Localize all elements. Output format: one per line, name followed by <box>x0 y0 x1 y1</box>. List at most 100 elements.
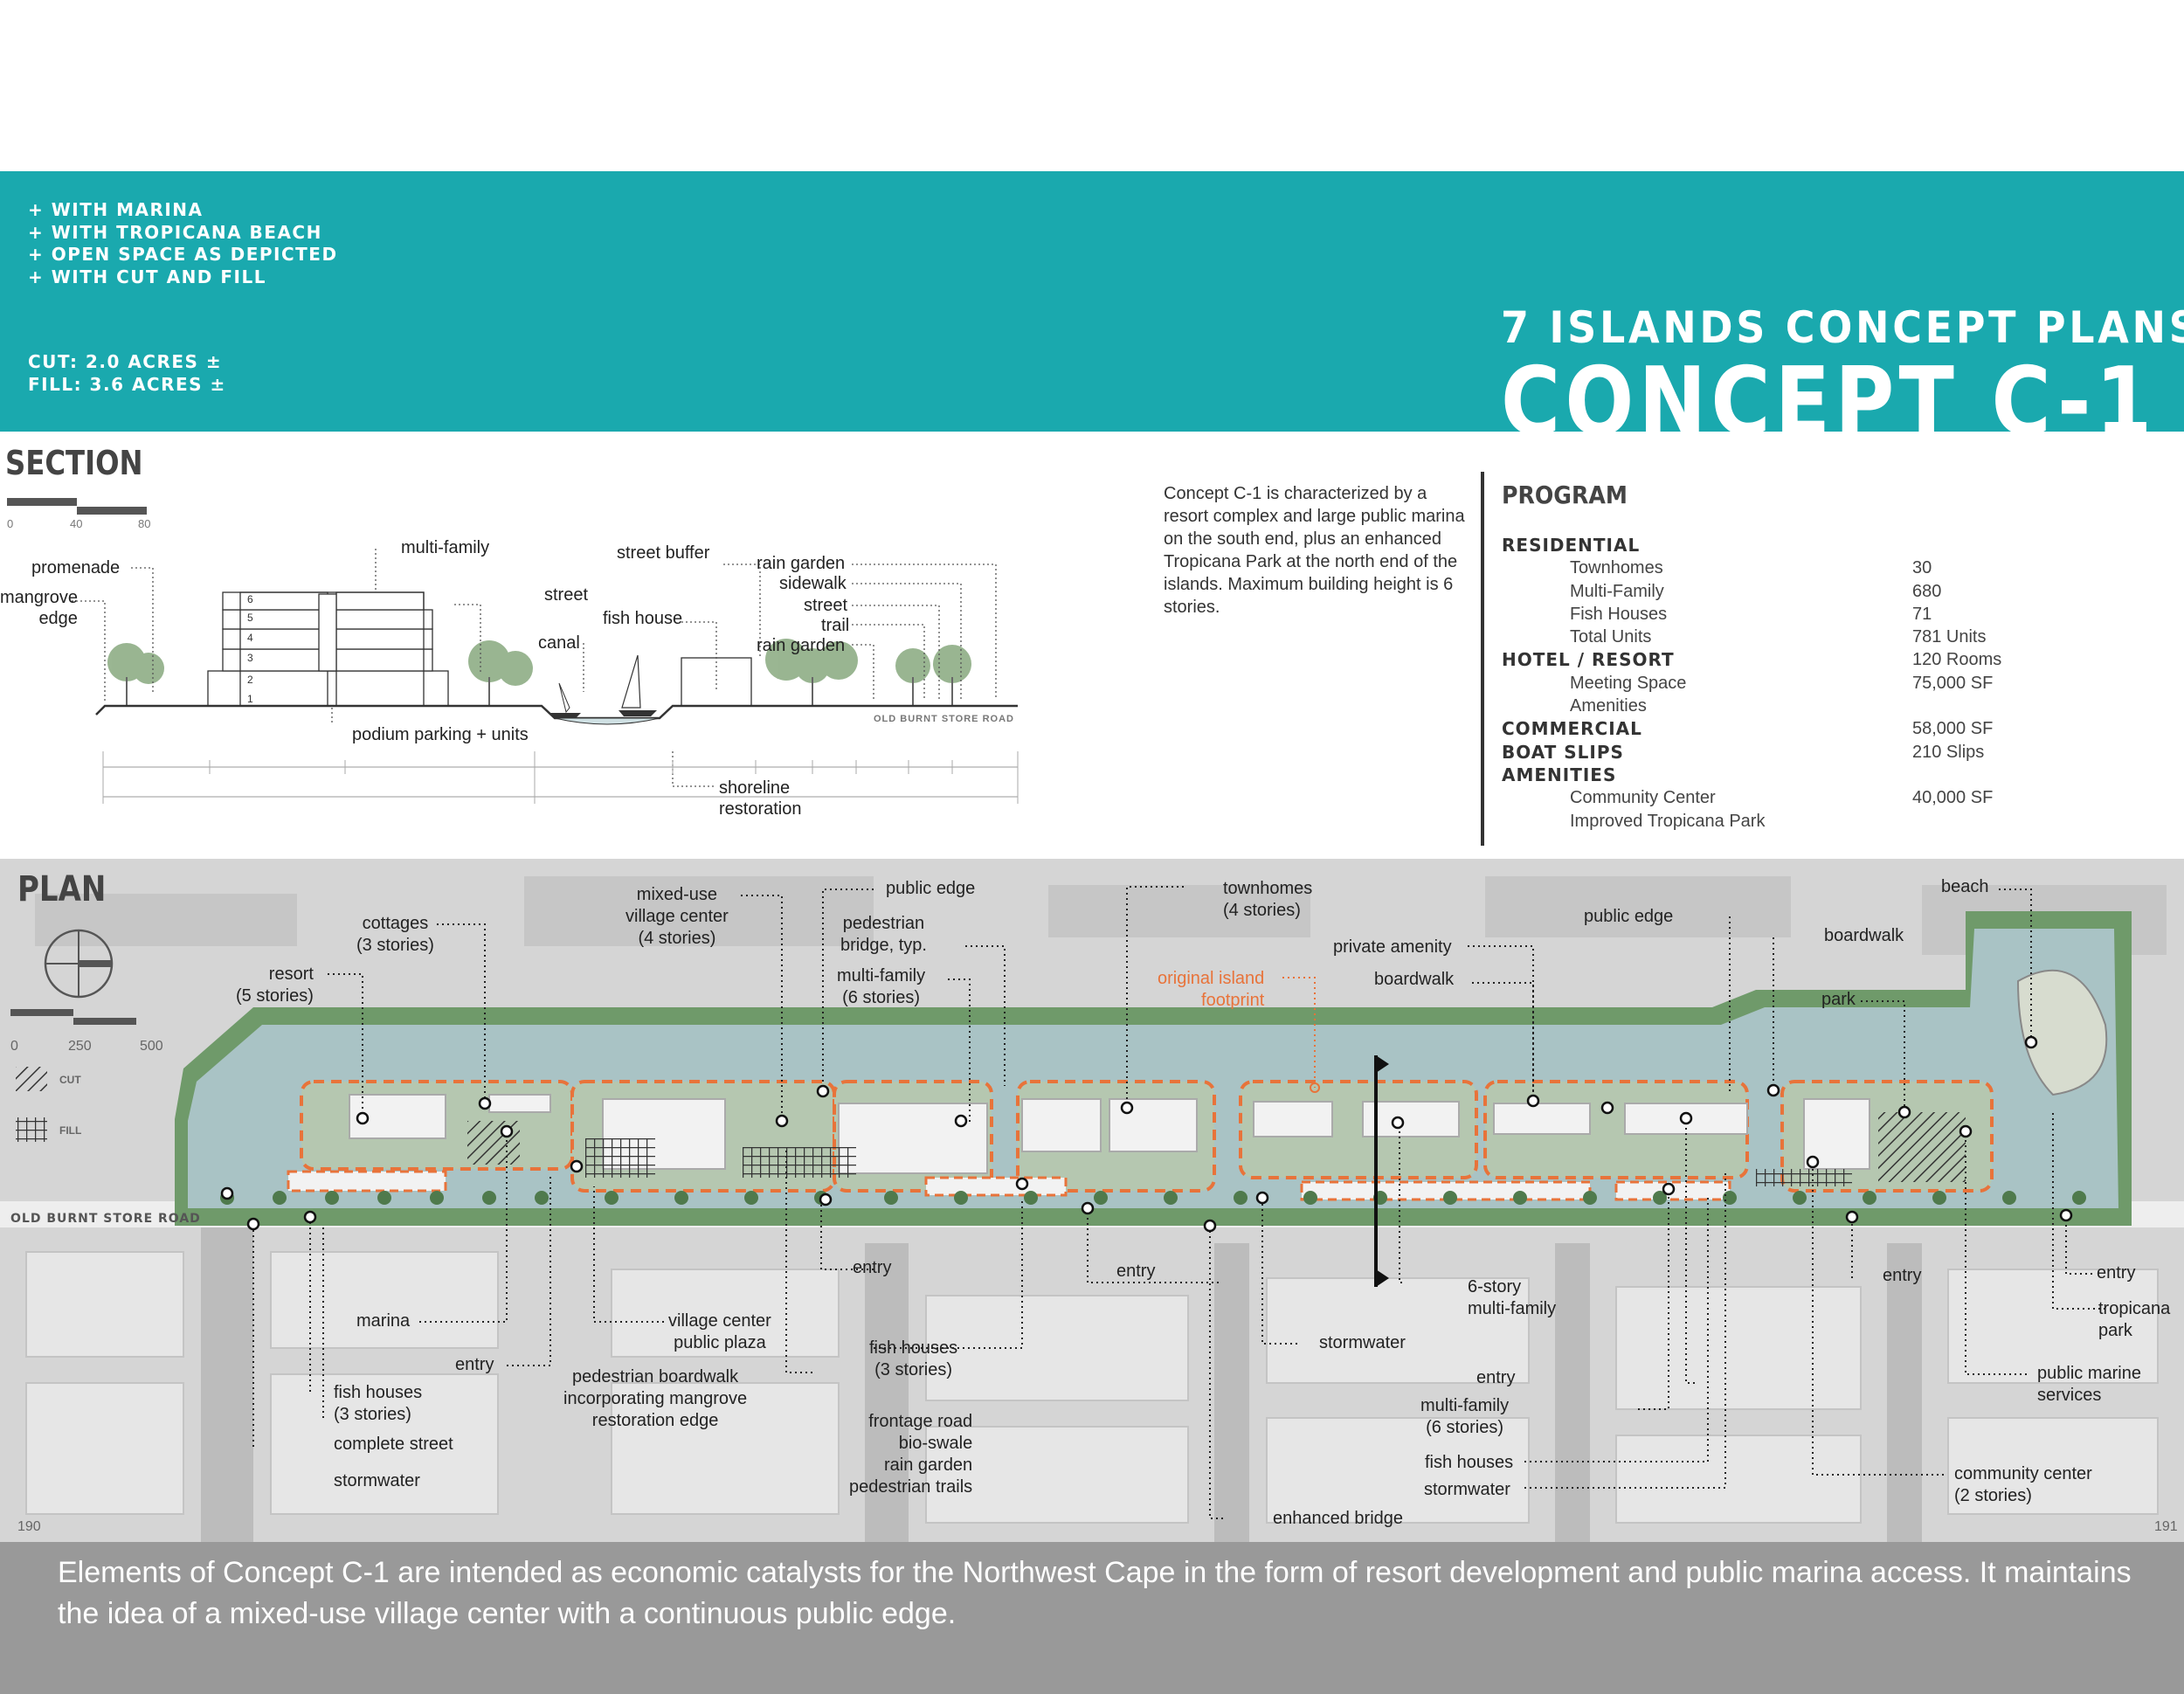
plan-scale-tick: 500 <box>140 1039 163 1054</box>
floor-number: 3 <box>247 652 253 664</box>
site-plan: PLAN 0 250 500 CUT FILL OLD BURNT STORE … <box>0 859 2184 1542</box>
footer-caption-band: Elements of Concept C-1 are intended as … <box>0 1542 2184 1694</box>
section-heading: SECTION <box>5 444 143 482</box>
program-row: Improved Tropicana Park <box>1570 811 1766 831</box>
label-public-edge: public edge <box>886 879 976 898</box>
program-row: Amenities <box>1570 696 1647 716</box>
footer-caption: Elements of Concept C-1 are intended as … <box>58 1556 2132 1630</box>
label-mixed-use-village-center: mixed-use village center (4 stories) <box>625 885 729 948</box>
label-fish-houses: fish houses (3 stories) <box>869 1338 958 1379</box>
scale-tick: 80 <box>138 517 151 530</box>
feature-item: + WITH TROPICANA BEACH <box>28 221 322 243</box>
label-rain-garden: rain garden <box>757 636 846 655</box>
label-sidewalk: sidewalk <box>779 574 847 593</box>
feature-item: + OPEN SPACE AS DEPICTED <box>28 244 338 265</box>
label-podium-parking: podium parking + units <box>352 725 529 744</box>
cut-acres: CUT: 2.0 ACRES ± <box>28 351 223 372</box>
label-frontage-road: frontage road bio-swale rain garden pede… <box>849 1412 973 1497</box>
plan-road-label: OLD BURNT STORE ROAD <box>10 1212 201 1226</box>
label-multi-family: multi-family (6 stories) <box>837 966 926 1007</box>
label-street: street <box>544 585 589 605</box>
label-trail: trail <box>821 616 850 635</box>
label-rain-garden: rain garden <box>757 554 846 573</box>
program-row: AMENITIES <box>1502 764 1617 785</box>
label-entry: entry <box>1883 1266 1922 1285</box>
label-village-center-public-plaza: village center public plaza <box>668 1311 771 1352</box>
label-promenade: promenade <box>31 558 121 577</box>
label-shoreline-restoration: shoreline restoration <box>719 778 802 819</box>
legend-fill: FILL <box>59 1124 82 1137</box>
label-pedestrian-bridge: pedestrian bridge, typ. <box>840 914 927 955</box>
label-entry: entry <box>1476 1368 1516 1387</box>
label-public-edge: public edge <box>1584 907 1674 926</box>
label-fish-houses: fish houses (3 stories) <box>334 1383 423 1424</box>
site-plan-drawing <box>0 859 2184 1542</box>
floor-number: 2 <box>247 674 253 686</box>
label-mangrove-edge: mangrove edge <box>0 588 78 628</box>
label-private-amenity: private amenity <box>1333 937 1452 957</box>
floor-number: 6 <box>247 593 253 605</box>
label-fish-house: fish house <box>603 609 683 628</box>
plan-scale-tick: 250 <box>68 1039 92 1054</box>
label-pedestrian-boardwalk: pedestrian boardwalk incorporating mangr… <box>563 1367 748 1430</box>
label-enhanced-bridge: enhanced bridge <box>1273 1509 1404 1528</box>
label-entry: entry <box>2097 1263 2136 1283</box>
floor-number: 5 <box>247 612 253 624</box>
label-boardwalk: boardwalk <box>1374 970 1455 989</box>
program-row: RESIDENTIAL <box>1502 535 1641 556</box>
section-road-label: OLD BURNT STORE ROAD <box>874 714 1014 724</box>
program-divider <box>1481 472 1484 846</box>
label-complete-street: complete street <box>334 1435 453 1454</box>
label-entry: entry <box>853 1258 892 1277</box>
concept-description: Concept C-1 is characterized by a resort… <box>1164 484 1465 617</box>
label-original-island-footprint: original island footprint <box>1158 969 1265 1010</box>
page-number-right: 191 <box>2154 1519 2178 1534</box>
legend-cut: CUT <box>59 1074 81 1086</box>
section-drawing: 6 5 4 3 2 1 OLD BURNT STORE ROAD <box>72 549 1019 804</box>
label-public-marine-services: public marine services <box>2037 1364 2141 1405</box>
label-street-buffer: street buffer <box>617 543 710 563</box>
series-title: 7 ISLANDS CONCEPT PLANS <box>1501 302 2184 353</box>
label-boardwalk: boardwalk <box>1824 926 1904 945</box>
scale-tick: 0 <box>7 517 14 530</box>
label-cottages: cottages (3 stories) <box>356 914 434 955</box>
program-title: PROGRAM <box>1502 481 1628 509</box>
label-canal: canal <box>538 633 580 653</box>
label-community-center: community center (2 stories) <box>1954 1464 2092 1505</box>
label-townhomes: townhomes (4 stories) <box>1223 879 1313 920</box>
label-beach: beach <box>1941 877 1989 896</box>
label-fish-houses: fish houses <box>1425 1453 1514 1472</box>
label-multi-family: multi-family (6 stories) <box>1420 1396 1510 1437</box>
fill-acres: FILL: 3.6 ACRES ± <box>28 374 226 395</box>
header-band: + WITH MARINA + WITH TROPICANA BEACH + O… <box>0 171 2184 432</box>
floor-number: 1 <box>247 693 253 705</box>
concept-title: CONCEPT C-1 <box>1501 348 2157 432</box>
label-marina: marina <box>356 1311 411 1331</box>
scale-tick: 40 <box>70 517 83 530</box>
label-park: park <box>1821 990 1856 1009</box>
page-number-left: 190 <box>17 1519 41 1534</box>
concept-features: + WITH MARINA + WITH TROPICANA BEACH + O… <box>28 199 338 288</box>
feature-item: + WITH CUT AND FILL <box>28 266 266 287</box>
cut-fill-summary: CUT: 2.0 ACRES ± FILL: 3.6 ACRES ± <box>28 350 226 396</box>
label-entry: entry <box>455 1355 494 1374</box>
section-scale-bar: 0 40 80 <box>7 498 151 533</box>
label-stormwater: stormwater <box>334 1471 420 1490</box>
floor-number: 4 <box>247 632 253 644</box>
label-stormwater: stormwater <box>1319 1333 1406 1352</box>
feature-item: + WITH MARINA <box>28 199 204 220</box>
plan-scale-tick: 0 <box>10 1039 18 1054</box>
label-tropicana-park: tropicana park <box>2098 1299 2171 1340</box>
label-6-story-multi-family: 6-story multi-family <box>1468 1277 1557 1318</box>
label-resort: resort (5 stories) <box>236 965 314 1006</box>
label-street: street <box>804 596 848 615</box>
